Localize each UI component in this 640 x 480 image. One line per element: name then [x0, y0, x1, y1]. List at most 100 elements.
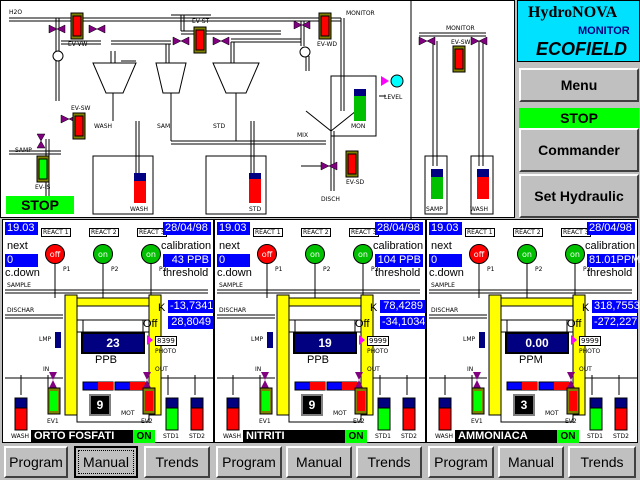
offset-value: -272,227 [592, 316, 638, 329]
in-label: IN [43, 366, 50, 373]
p2-label: P2 [535, 266, 543, 273]
label-ev-vw: EV-VW [68, 41, 88, 48]
time-display: 19.03 [5, 222, 38, 235]
date-display: 28/04/98 [163, 222, 211, 235]
std1-label: STD1 [375, 433, 391, 440]
label-ev-sd: EV-SD [346, 179, 365, 186]
countdown-label: c.down [429, 267, 464, 279]
label-mon: MON [351, 123, 366, 130]
tab-trends-3[interactable]: Trends [568, 446, 636, 478]
ev2-label: EV2 [565, 418, 577, 425]
next-label: next [431, 240, 452, 252]
unit-label: PPM [519, 354, 543, 366]
pump-p3[interactable]: on [353, 244, 373, 264]
unit-label: PPB [95, 354, 118, 366]
off-label: Off [355, 318, 370, 330]
date-display: 28/04/98 [587, 222, 635, 235]
p3-label: P3 [159, 266, 167, 273]
react2-label: REACT 2 [301, 228, 331, 237]
pump-p3[interactable]: on [565, 244, 585, 264]
threshold-label: threshold [163, 267, 209, 279]
react1-label: REACT 1 [41, 228, 71, 237]
label-ev-is: EV-IS [35, 184, 51, 191]
p3-label: P3 [371, 266, 379, 273]
pump-p1[interactable]: off [45, 244, 65, 264]
out-label: OUT [579, 366, 592, 373]
dischar-label: DISCHAR [219, 307, 247, 314]
brand-monitor: MONITOR [578, 25, 630, 37]
label-wash2: WASH [130, 206, 149, 213]
analyzer-piping [429, 255, 637, 431]
react2-label: REACT 2 [89, 228, 119, 237]
label-samp: SAMP [15, 147, 32, 154]
react1-label: REACT 1 [253, 228, 283, 237]
company-logo: ECOFIELD [536, 39, 628, 59]
p2-label: P2 [111, 266, 119, 273]
mot-label: MOT [545, 410, 559, 417]
next-label: next [7, 240, 28, 252]
pump-p1[interactable]: off [469, 244, 489, 264]
label-monitor-top: MONITOR [346, 10, 375, 17]
ev2-label: EV2 [141, 418, 153, 425]
hydraulic-piping [9, 1, 494, 219]
threshold-label: threshold [375, 267, 421, 279]
tab-program-2[interactable]: Program [216, 446, 282, 478]
label-ev-wd: EV-WD [317, 41, 338, 48]
in-label: IN [255, 366, 262, 373]
std2-label: STD2 [401, 433, 417, 440]
threshold-label: threshold [587, 267, 633, 279]
label-monitor-right: MONITOR [446, 25, 475, 32]
tab-manual-3[interactable]: Manual [498, 446, 564, 478]
commander-button[interactable]: Commander [519, 128, 639, 172]
react2-label: REACT 2 [513, 228, 543, 237]
next-label: next [219, 240, 240, 252]
reading-value: 19 [295, 334, 355, 352]
analyzer-name: NITRITI [243, 430, 345, 443]
next-value: 0 [429, 254, 462, 267]
label-samp-right: SAMP [426, 206, 443, 213]
tab-program-3[interactable]: Program [428, 446, 494, 478]
std1-label: STD1 [163, 433, 179, 440]
photo-label: PHOTO [155, 348, 177, 355]
reading-value: 23 [83, 334, 143, 352]
tab-manual-1[interactable]: Manual [74, 446, 138, 478]
system-status-badge: STOP [519, 108, 639, 128]
label-mix: MIX [297, 132, 309, 139]
k-label: K [370, 302, 378, 314]
unit-label: PPB [307, 354, 330, 366]
std1-label: STD1 [587, 433, 603, 440]
set-hydraulic-button[interactable]: Set Hydraulic [519, 174, 639, 218]
react1-label: REACT 1 [465, 228, 495, 237]
label-wash-right: WASH [470, 206, 489, 213]
photo-label: PHOTO [367, 348, 389, 355]
offset-value: -34,1034 [380, 316, 426, 329]
k-value: -13,7341 [168, 300, 214, 313]
pump-p3[interactable]: on [141, 244, 161, 264]
calibration-label: calibration [373, 240, 424, 252]
next-value: 0 [217, 254, 250, 267]
tab-manual-2[interactable]: Manual [286, 446, 352, 478]
menu-button[interactable]: Menu [519, 68, 639, 102]
hydraulic-status-badge: STOP [6, 196, 74, 214]
label-ev-sw-left: EV-SW [71, 105, 91, 112]
label-std1: STD [213, 123, 226, 130]
pump-p2[interactable]: on [93, 244, 113, 264]
analyzer-on-badge: ON [345, 430, 367, 443]
out-label: OUT [367, 366, 380, 373]
tab-program-1[interactable]: Program [4, 446, 68, 478]
k-value: 78,4289 [380, 300, 425, 313]
mot-label: MOT [333, 410, 347, 417]
reading-value: 0.00 [507, 334, 567, 352]
counter-display: 3 [513, 394, 535, 416]
tab-trends-2[interactable]: Trends [356, 446, 422, 478]
lamp-label: LMP [463, 336, 476, 343]
pump-p1[interactable]: off [257, 244, 277, 264]
pump-p2[interactable]: on [517, 244, 537, 264]
wash-label: WASH [435, 433, 454, 440]
tab-trends-1[interactable]: Trends [144, 446, 210, 478]
pump-p2[interactable]: on [305, 244, 325, 264]
ev1-label: EV1 [471, 418, 483, 425]
wash-label: WASH [11, 433, 30, 440]
photo-value: 9999 [367, 336, 389, 346]
label-sam: SAM [157, 123, 171, 130]
